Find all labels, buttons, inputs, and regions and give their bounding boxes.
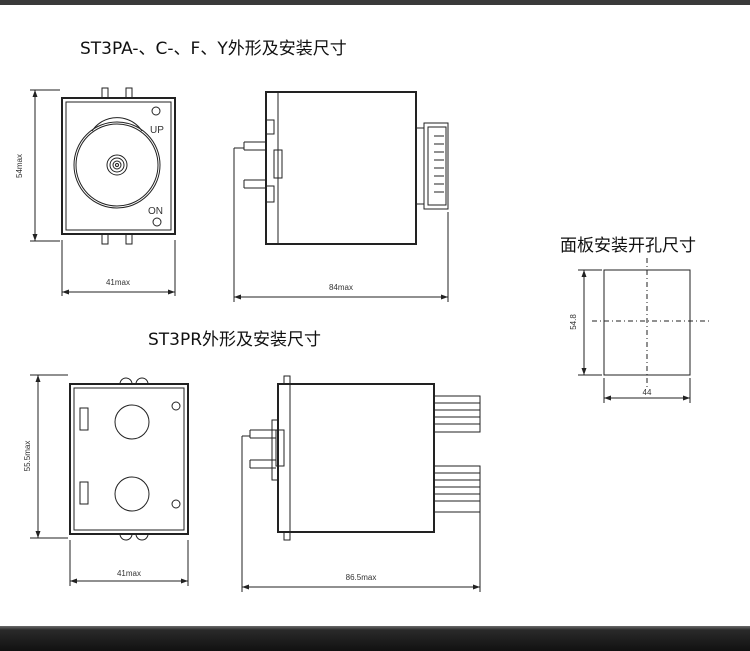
st3pr-side-view (241, 375, 481, 592)
label-up: UP (150, 125, 164, 136)
dim-pa-depth: 84max (329, 283, 353, 292)
heading-st3pr: ST3PR外形及安装尺寸 (148, 330, 322, 350)
heading-panel-cutout: 面板安装开孔尺寸 (560, 236, 696, 256)
panel-cutout (578, 258, 712, 403)
heading-st3pa: ST3PA-、C-、F、Y外形及安装尺寸 (80, 39, 347, 59)
st3pa-side-view (233, 91, 449, 302)
top-border (0, 0, 750, 5)
dim-pr-height: 55.5max (23, 441, 32, 472)
dim-cutout-width: 44 (643, 388, 652, 397)
dim-pr-depth: 86.5max (346, 573, 377, 582)
st3pa-front-view (30, 87, 176, 296)
dim-pa-height: 54max (15, 154, 24, 178)
dim-pa-width: 41max (106, 278, 130, 287)
dim-cutout-height: 54.8 (569, 314, 578, 330)
label-on: ON (148, 206, 163, 217)
bottom-border (0, 626, 750, 651)
dim-pr-width: 41max (117, 569, 141, 578)
st3pr-front-view (30, 374, 189, 586)
